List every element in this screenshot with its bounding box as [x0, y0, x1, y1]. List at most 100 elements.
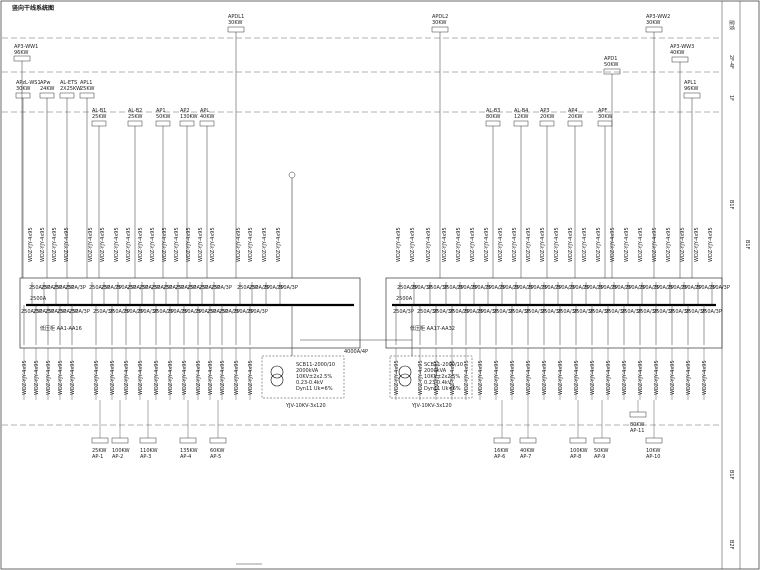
- feeder-breaker-label: 250A/3P: [139, 285, 160, 291]
- feeder-breaker-label: 250A/3P: [443, 285, 464, 291]
- feeder-breaker-label: 250A/3P: [195, 309, 216, 315]
- panel-name: AP-5: [210, 454, 221, 460]
- panel-name: AP-6: [494, 454, 505, 460]
- panel-power: 25KW: [92, 448, 106, 454]
- feeder-cable-label: WDZ-YJY-4x95: [396, 227, 402, 262]
- panel-power: 110KW: [140, 448, 158, 454]
- panel-power: 30KW: [16, 86, 30, 92]
- feeder-breaker-label: 250A/3P: [493, 309, 514, 315]
- panel-power: 130KW: [180, 114, 198, 120]
- panel-power: 10KW: [646, 448, 660, 454]
- floor-label-3: B1F: [728, 200, 734, 210]
- outgoing-cable-label: WDZ-YJY-4x95: [70, 360, 76, 395]
- panel-name: AP-4: [180, 454, 191, 460]
- feeder-breaker-label: 250A/3P: [151, 285, 172, 291]
- panel-name: APD1: [604, 56, 617, 62]
- feeder-breaker-label: 250A/3P: [639, 285, 660, 291]
- panel-power: 30KW: [228, 20, 242, 26]
- outgoing-cable-label: WDZ-YJY-4x95: [418, 360, 424, 395]
- feeder-cable-label: WDZ-YJY-4x95: [138, 227, 144, 262]
- outgoing-cable-label: WDZ-YJY-4x95: [196, 360, 202, 395]
- feeder-cable-label: WDZ-YJY-4x95: [596, 227, 602, 262]
- feeder-cable-label: WDZ-YJY-4x95: [126, 227, 132, 262]
- panel-name: AL-B4: [514, 108, 528, 114]
- panel-power: 96KW: [14, 50, 28, 56]
- left-switchboard-label: 低压柜 AA1-AA16: [40, 325, 82, 332]
- feeder-breaker-label: 250A/3P: [101, 285, 122, 291]
- panel-power: 40KW: [200, 114, 214, 120]
- feeder-breaker-label: 250A/3P: [621, 309, 642, 315]
- right-bus-rating: 2500A: [396, 296, 413, 302]
- feeder-breaker-label: 250A/3P: [653, 285, 674, 291]
- panel-name: APL1: [684, 80, 696, 86]
- panel-name: AL-B2: [128, 108, 142, 114]
- panel-name: AP4: [568, 108, 578, 114]
- feeder-cable-label: WDZ-YJY-4x95: [198, 227, 204, 262]
- panel-name: AP3-WW2: [646, 14, 670, 20]
- outgoing-cable-label: WDZ-YJY-4x95: [638, 360, 644, 395]
- feeder-breaker-label: 250A/3P: [93, 309, 114, 315]
- feeder-cable-label: WDZ-YJY-4x95: [540, 227, 546, 262]
- hv-marker: [288, 171, 296, 179]
- feeder-cable-label: WDZ-YJY-4x95: [100, 227, 106, 262]
- feeder-breaker-label: 250A/3P: [199, 285, 220, 291]
- feeder-breaker-label: 250A/3P: [527, 285, 548, 291]
- panel-power: 2X25KW: [60, 86, 81, 92]
- transformer-box: [389, 355, 473, 399]
- panel-name: AL-ETS: [60, 80, 77, 86]
- panel-power: 80KW: [486, 114, 500, 120]
- panel-power: 25KW: [92, 114, 106, 120]
- feeder-cable-label: WDZ-YJY-4x95: [624, 227, 630, 262]
- feeder-cable-label: WDZ-YJY-4x95: [262, 227, 268, 262]
- panel-upper-right-2: APL1 96KW: [683, 80, 701, 278]
- feeder-cable-label: WDZ-YJY-4x95: [484, 227, 490, 262]
- panel-power: 135KW: [180, 448, 198, 454]
- outgoing-cable-label: WDZ-YJY-4x95: [670, 360, 676, 395]
- feeder-breaker-label: 250A/3P: [163, 285, 184, 291]
- panel-power: 25KW: [128, 114, 142, 120]
- outgoing-cable-label: WDZ-YJY-4x95: [574, 360, 580, 395]
- feeder-breaker-label: 250A/3P: [709, 285, 730, 291]
- feeder-breaker-label: 250A/3P: [457, 285, 478, 291]
- feeder-breaker-label: 250A/3P: [509, 309, 530, 315]
- outgoing-cable-label: WDZ-YJY-4x95: [434, 360, 440, 395]
- feeder-cable-label: WDZ-YJY-4x95: [162, 227, 168, 262]
- feeder-breaker-label: 250A/3P: [485, 285, 506, 291]
- feeder-breaker-label: 250A/3P: [541, 309, 562, 315]
- outgoing-cable-label: WDZ-YJY-4x95: [542, 360, 548, 395]
- panel-name: AP3-WW1: [14, 44, 38, 50]
- feeder-breaker-label: 250A/3P: [597, 285, 618, 291]
- feeder-breaker-label: 250A/3P: [555, 285, 576, 291]
- feeder-cable-label: WDZ-YJY-4x95: [236, 227, 242, 262]
- left-bus-rating: 2500A: [30, 296, 47, 302]
- transformer-line-2: 10KV±2x2.5%: [424, 374, 460, 380]
- feeder-cable-label: WDZ-YJY-4x95: [554, 227, 560, 262]
- top-panels: AP3-WW1 96KW APDL1 30KW APDL2 30KW AP3-W…: [13, 14, 701, 278]
- feeder-cable-label: WDZ-YJY-4x95: [276, 227, 282, 262]
- outgoing-cable-label: WDZ-YJY-4x95: [510, 360, 516, 395]
- panel-power: 12KW: [514, 114, 528, 120]
- panel-power: 100KW: [112, 448, 130, 454]
- feeder-breaker-label: 250A/3P: [557, 309, 578, 315]
- transformer-line-2: 10KV±2x2.5%: [296, 374, 332, 380]
- outgoing-cable-label: WDZ-YJY-4x95: [168, 360, 174, 395]
- floor-label-1: 2F-4F: [728, 55, 734, 69]
- panel-power: 20KW: [540, 114, 554, 120]
- feeder-cable-label: WDZ-YJY-4x95: [498, 227, 504, 262]
- feeder-breaker-label: 250A/3P: [153, 309, 174, 315]
- feeder-breaker-label: 250A/3P: [625, 285, 646, 291]
- panel-name: APDL1: [228, 14, 244, 20]
- feeder-breaker-label: 250A/3P: [667, 285, 688, 291]
- outgoing-cable-label: WDZ-YJY-4x95: [94, 360, 100, 395]
- transformer-coil-1: [270, 365, 284, 379]
- outgoing-cable-label: WDZ-YJY-4x95: [702, 360, 708, 395]
- feeder-breaker-label: 250A/3P: [29, 285, 50, 291]
- panel-name: APF: [598, 108, 607, 114]
- feeder-breaker-label: 250A/3P: [449, 309, 470, 315]
- panel-power: 20KW: [568, 114, 582, 120]
- feeder-breaker-label: 250A/3P: [187, 285, 208, 291]
- feeder-cable-label: WDZ-YJY-4x95: [114, 227, 120, 262]
